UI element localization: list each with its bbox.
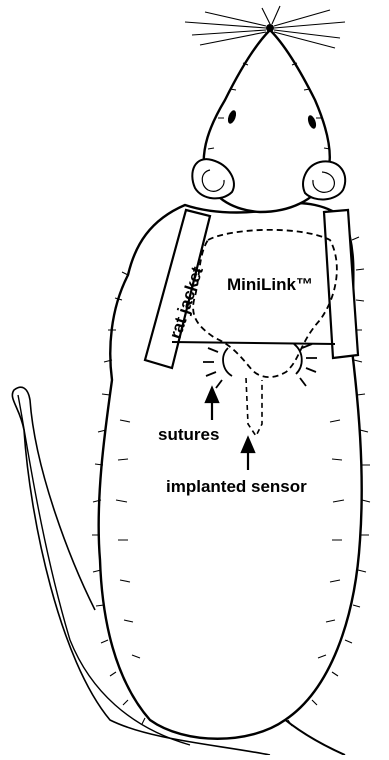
sutures-label: sutures <box>158 425 219 444</box>
rat-right-ear <box>303 161 345 199</box>
implanted-sensor-label: implanted sensor <box>166 477 307 496</box>
minilink-label: MiniLink™ <box>227 275 313 294</box>
rat-nose <box>266 24 274 32</box>
